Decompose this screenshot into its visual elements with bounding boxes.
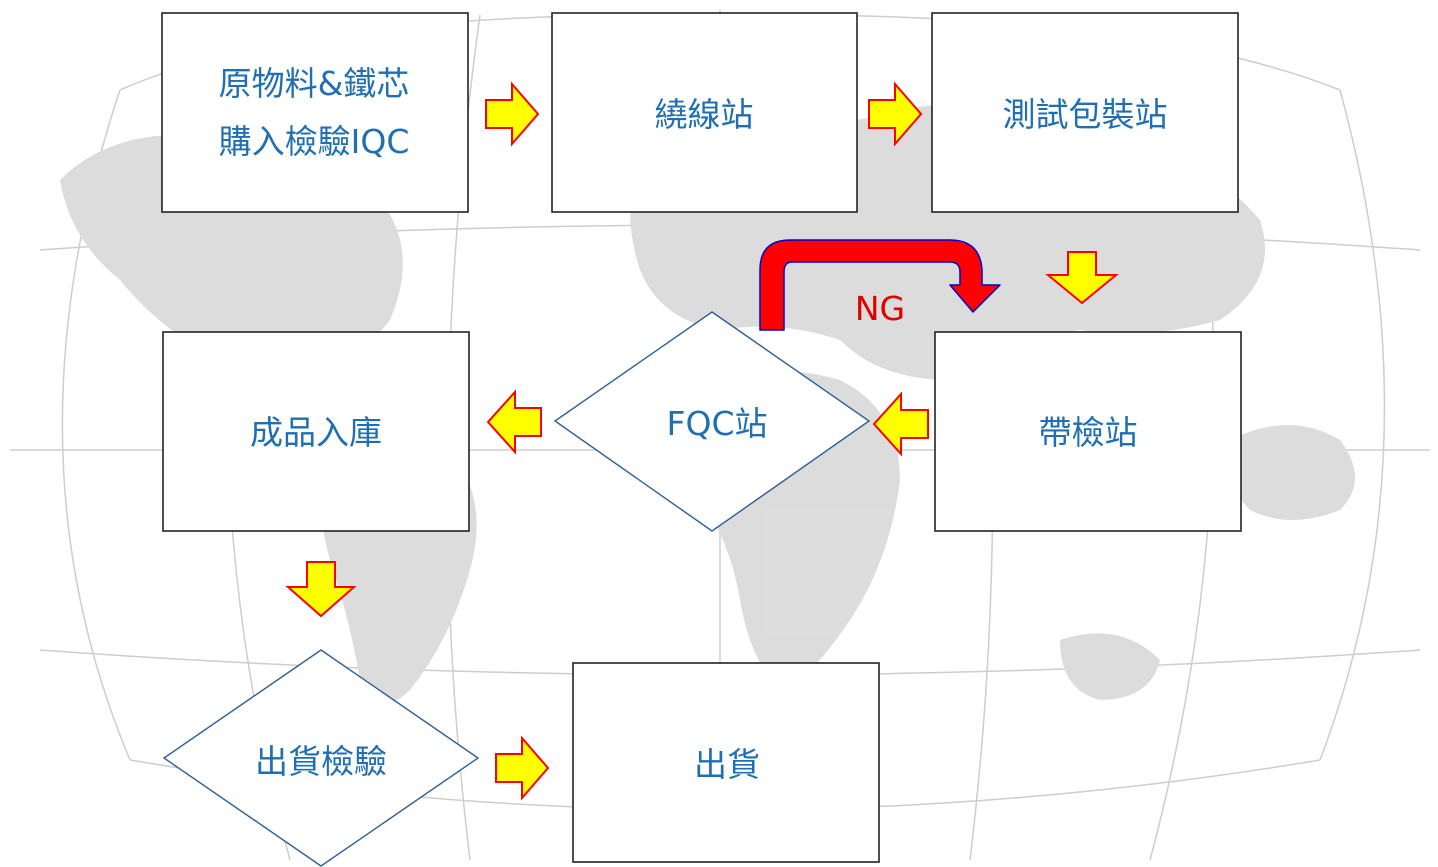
iqc-label-line1: 原物料&鐵芯 [219, 64, 410, 103]
arrow-storage-to-inspect [285, 561, 357, 618]
arrow-test-to-tape [1045, 251, 1119, 305]
tape-inspect-box [934, 331, 1242, 532]
test-pack-box [931, 12, 1239, 213]
arrow-fqc-to-storage [486, 389, 542, 455]
shipping-inspect-label: 出貨檢驗 [255, 742, 387, 781]
shipping-box [572, 662, 880, 863]
iqc-label-line2: 購入檢驗IQC [219, 122, 410, 161]
arrow-inspect-to-shipping [495, 735, 550, 801]
fqc-label: FQC站 [667, 404, 768, 443]
shipping-inspect-diamond [162, 649, 480, 867]
arrow-winding-to-test [868, 81, 923, 147]
winding-box [551, 12, 858, 213]
shipping-label: 出貨 [694, 745, 760, 784]
tape-inspect-label: 帶檢站 [1039, 413, 1138, 452]
winding-label: 繞線站 [655, 95, 754, 134]
ng-label: NG [855, 289, 905, 328]
arrow-iqc-to-winding [485, 81, 540, 147]
iqc-box [161, 12, 469, 213]
ng-loop-arrow [759, 239, 1001, 331]
finished-storage-box [162, 331, 470, 532]
test-pack-label: 測試包裝站 [1003, 95, 1168, 134]
finished-storage-label: 成品入庫 [250, 413, 382, 452]
fqc-diamond [553, 311, 871, 532]
arrow-tape-to-fqc [872, 391, 929, 457]
